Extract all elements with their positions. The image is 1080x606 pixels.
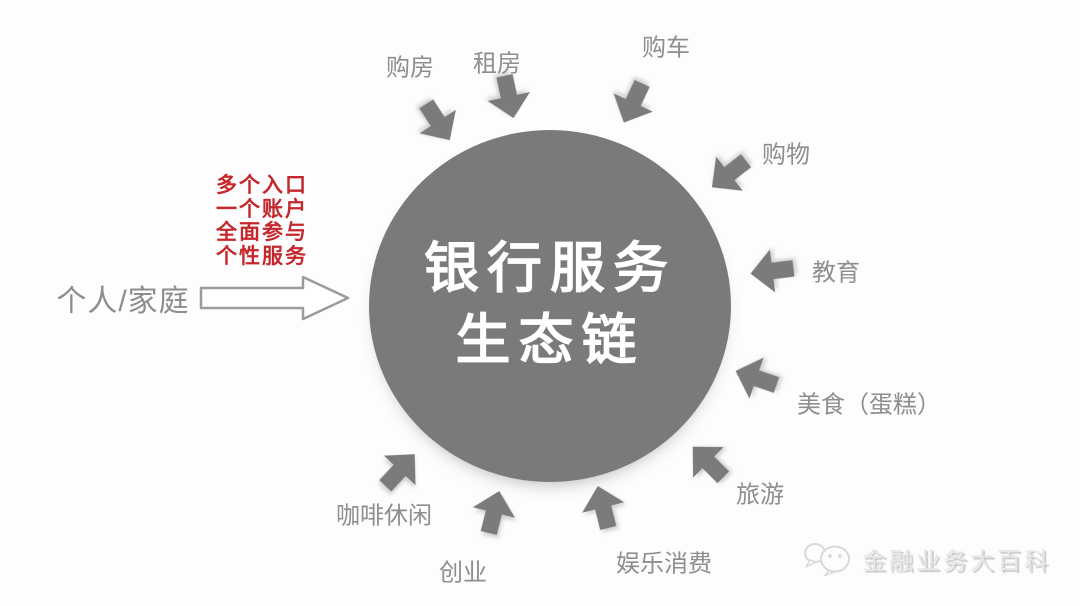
red-note-line4: 个性服务 <box>216 244 308 268</box>
main-flow-arrow-icon <box>199 275 350 321</box>
red-note-line1: 多个入口 <box>216 174 308 197</box>
arrow-buy-house-icon <box>406 90 470 154</box>
node-label-shopping: 购物 <box>762 141 810 169</box>
circle-title: 银行服务 生态链 <box>424 232 676 376</box>
node-label-buy-house: 购房 <box>386 54 434 82</box>
node-label-rent-house: 租房 <box>473 50 521 78</box>
node-label-travel: 旅游 <box>736 481 784 509</box>
arrow-startup-icon <box>466 484 522 540</box>
node-label-education: 教育 <box>812 259 860 287</box>
red-note-line3: 全面参与 <box>216 221 308 244</box>
node-label-coffee-leisure: 咖啡休闲 <box>336 502 432 530</box>
watermark: 金融业务大百科 <box>802 540 1051 576</box>
node-label-buy-car: 购车 <box>642 34 690 62</box>
ecosystem-circle: 银行服务 生态链 <box>369 130 731 482</box>
arrow-education-icon <box>746 245 797 296</box>
node-label-food-cake: 美食（蛋糕） <box>797 391 941 419</box>
node-label-startup: 创业 <box>439 559 487 587</box>
arrow-buy-car-icon <box>602 72 663 133</box>
arrow-food-cake-icon <box>727 349 785 407</box>
actor-label: 个人/家庭 <box>56 285 190 318</box>
circle-title-line2: 生态链 <box>455 309 645 371</box>
arrow-travel-icon <box>675 429 740 494</box>
wechat-icon <box>804 543 850 576</box>
arrow-entertainment-icon <box>575 479 631 535</box>
watermark-text: 金融业务大百科 <box>862 547 1051 575</box>
red-note-line2: 一个账户 <box>216 197 308 221</box>
arrow-coffee-leisure-icon <box>367 437 432 502</box>
arrow-shopping-icon <box>697 142 762 207</box>
node-label-entertainment: 娱乐消费 <box>616 550 712 578</box>
circle-title-line1: 银行服务 <box>423 237 676 299</box>
red-note: 多个入口 一个账户 全面参与 个性服务 <box>216 174 308 268</box>
